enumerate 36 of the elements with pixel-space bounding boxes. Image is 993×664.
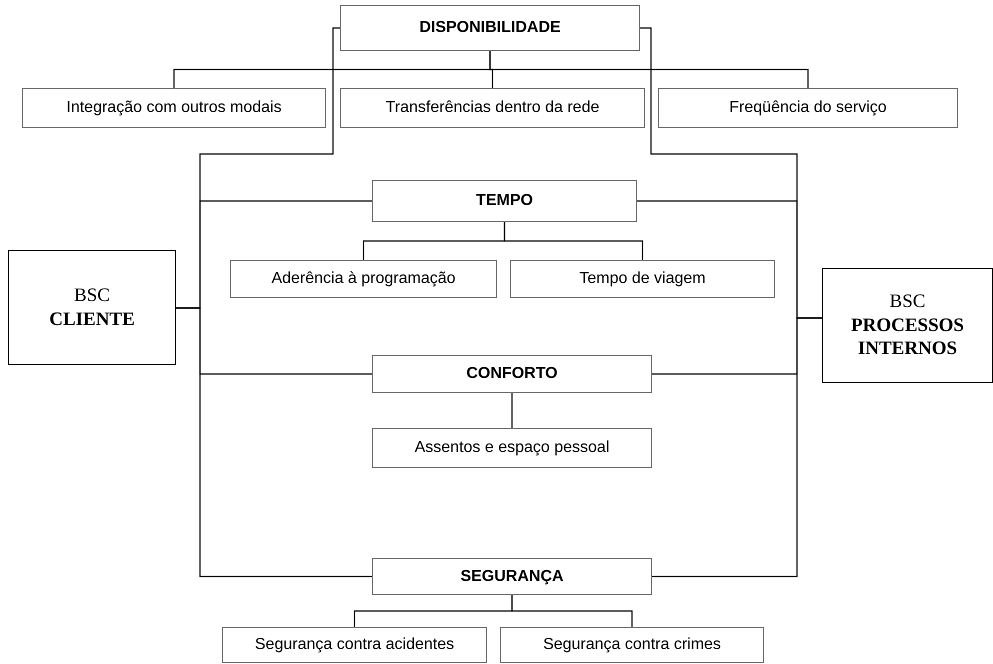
- item-box: [658, 88, 958, 128]
- item-label: Freqüência do serviço: [729, 98, 887, 118]
- connector-line: [489, 51, 809, 88]
- item-label: Assentos e espaço pessoal: [414, 438, 610, 458]
- item-box: [500, 627, 764, 663]
- perspective-box: [8, 250, 176, 365]
- item-box: [372, 428, 652, 468]
- perspective-box: [822, 268, 993, 383]
- category-box: [372, 180, 637, 222]
- connector-line: [652, 317, 822, 578]
- perspective-name: PROCESSOS INTERNOS: [850, 314, 965, 362]
- category-label: TEMPO: [476, 191, 533, 211]
- connector-line: [504, 222, 644, 260]
- perspective-name: CLIENTE: [49, 308, 135, 332]
- item-label: Segurança contra acidentes: [254, 635, 454, 655]
- perspective-prefix: BSC: [74, 284, 110, 308]
- category-label: SEGURANÇA: [460, 566, 564, 586]
- connector-line: [176, 307, 372, 578]
- connector-line: [511, 595, 633, 627]
- perspective-prefix: BSC: [890, 290, 926, 314]
- item-label: Segurança contra crimes: [543, 635, 721, 655]
- connector-line: [511, 393, 513, 428]
- item-label: Integração com outros modais: [66, 98, 282, 118]
- item-box: [510, 260, 775, 298]
- item-label: Transferências dentro da rede: [386, 98, 600, 118]
- category-box: [372, 558, 652, 595]
- item-box: [222, 627, 487, 663]
- category-label: CONFORTO: [466, 364, 558, 384]
- category-box: [340, 5, 640, 51]
- item-box: [340, 88, 645, 128]
- item-label: Aderência à programação: [271, 269, 456, 289]
- category-label: DISPONIBILIDADE: [419, 18, 561, 38]
- item-box: [230, 260, 497, 298]
- item-label: Tempo de viagem: [579, 269, 706, 289]
- item-box: [22, 88, 326, 128]
- category-box: [372, 355, 652, 393]
